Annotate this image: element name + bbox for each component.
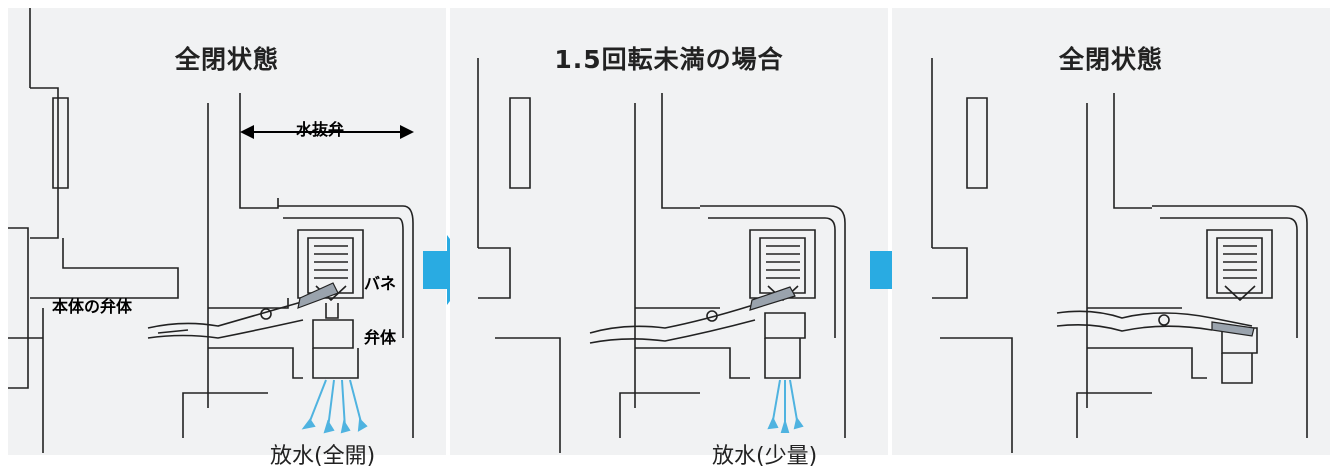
panel-under-1-5-turns: 1.5回転未満の場合 放水(少量) (450, 8, 888, 469)
panel-fully-closed-left: 全閉状態 水抜弁 バネ 弁体 本体の弁体 放水(全開) (8, 8, 446, 469)
panel-fully-closed-right: 全閉状態 (892, 8, 1330, 455)
discharge-label: 放水(少量) (712, 444, 818, 469)
water-flow-icon (301, 379, 368, 434)
diagram-stage: 全閉状態 水抜弁 バネ 弁体 本体の弁体 放水(全開) (8, 8, 1330, 469)
panel-title: 1.5回転未満の場合 (554, 45, 784, 74)
label-drain-valve: 水抜弁 (296, 120, 345, 139)
transition-arrow-icon (423, 235, 473, 305)
label-spring: バネ (364, 274, 397, 293)
discharge-label: 放水(全開) (270, 444, 376, 469)
dimension-arrow-icon (240, 125, 414, 139)
valve-cross-section-3 (931, 58, 1308, 453)
valve-cross-section-2 (477, 58, 846, 453)
label-main-valve: 本体の弁体 (52, 297, 133, 316)
label-valve-body: 弁体 (364, 328, 397, 347)
panel-title: 全閉状態 (174, 45, 279, 74)
water-flow-icon (767, 379, 804, 433)
valve-cross-section-1 (8, 8, 414, 453)
panel-title: 全閉状態 (1058, 45, 1163, 74)
